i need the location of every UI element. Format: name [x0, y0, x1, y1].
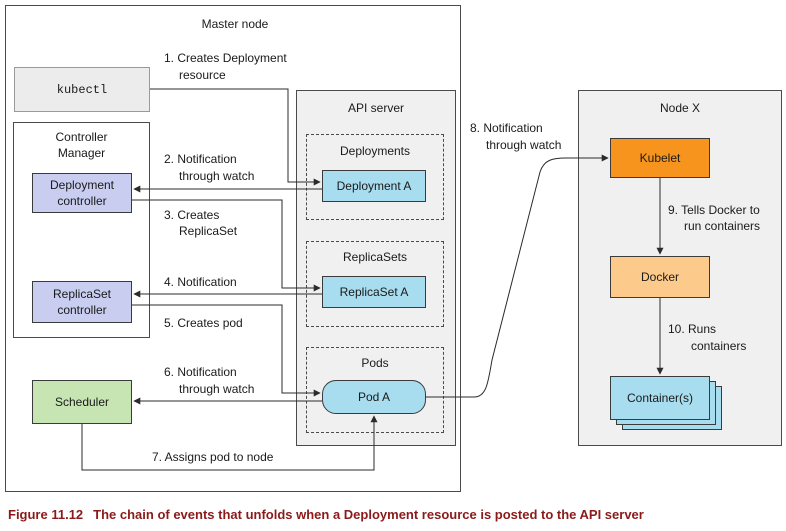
figure-caption: Figure 11.12 The chain of events that unf…: [8, 507, 644, 522]
step-4-label: 4. Notification: [164, 275, 237, 289]
docker-box[interactable]: Docker: [610, 256, 710, 298]
master-node-title: Master node: [201, 17, 269, 31]
pod-a[interactable]: Pod A: [322, 380, 426, 414]
controller-manager-title-line2: Manager: [57, 146, 106, 160]
replicasets-group: [306, 241, 444, 327]
api-server-title: API server: [347, 101, 404, 115]
replicasets-group-title: ReplicaSets: [342, 250, 408, 264]
controller-manager-title-line1: Controller: [55, 130, 108, 144]
controller-manager-frame: [13, 122, 150, 338]
scheduler-box[interactable]: Scheduler: [32, 380, 132, 424]
deployments-group-title: Deployments: [339, 144, 411, 158]
containers-box[interactable]: Container(s): [610, 376, 710, 420]
step-7-label: 7. Assigns pod to node: [152, 450, 274, 464]
deployments-group: [306, 134, 444, 220]
step-1-label-line2: resource: [179, 68, 226, 82]
arrow-step-5: [132, 304, 321, 397]
figure-caption-text: The chain of events that unfolds when a …: [93, 507, 644, 522]
step-8-label-line1: 8. Notification: [470, 121, 543, 135]
step-9-label-line1: 9. Tells Docker to: [668, 203, 760, 217]
replicaset-controller-line2: controller: [57, 303, 107, 317]
step-1-label-line1: 1. Creates Deployment: [164, 51, 287, 65]
kubelet-box[interactable]: Kubelet: [610, 138, 710, 178]
step-9-label-line2: run containers: [684, 219, 761, 233]
step-3-label-line2: ReplicaSet: [179, 224, 238, 238]
arrow-step-8: [426, 154, 609, 398]
deployment-a[interactable]: Deployment A: [322, 170, 426, 202]
replicaset-a[interactable]: ReplicaSet A: [322, 276, 426, 308]
node-x-title: Node X: [659, 101, 701, 115]
step-10-label-line2: containers: [691, 339, 747, 353]
step-6-label-line1: 6. Notification: [164, 365, 237, 379]
deployment-controller-line2: controller: [57, 194, 107, 208]
figure-number: Figure 11.12: [8, 507, 84, 522]
step-6-label-line2: through watch: [179, 382, 255, 396]
step-5-label: 5. Creates pod: [164, 316, 243, 330]
step-2-label-line1: 2. Notification: [164, 152, 237, 166]
step-10-label-line1: 10. Runs: [668, 322, 717, 336]
kubectl-box[interactable]: kubectl: [14, 67, 150, 112]
step-2-label-line2: through watch: [179, 169, 255, 183]
arrow-step-7: [81, 415, 378, 471]
arrow-step-1: [150, 88, 321, 186]
pods-group: [306, 347, 444, 433]
step-3-label-line1: 3. Creates: [164, 208, 220, 222]
replicaset-controller[interactable]: ReplicaSet controller: [32, 281, 132, 323]
pods-group-title: Pods: [361, 356, 389, 370]
deployment-controller[interactable]: Deployment controller: [32, 173, 132, 213]
arrow-step-3: [132, 199, 321, 292]
master-node-frame: [5, 5, 461, 492]
replicaset-controller-line1: ReplicaSet: [52, 287, 112, 301]
step-8-label-line2: through watch: [486, 138, 562, 152]
deployment-controller-line1: Deployment: [49, 178, 115, 192]
